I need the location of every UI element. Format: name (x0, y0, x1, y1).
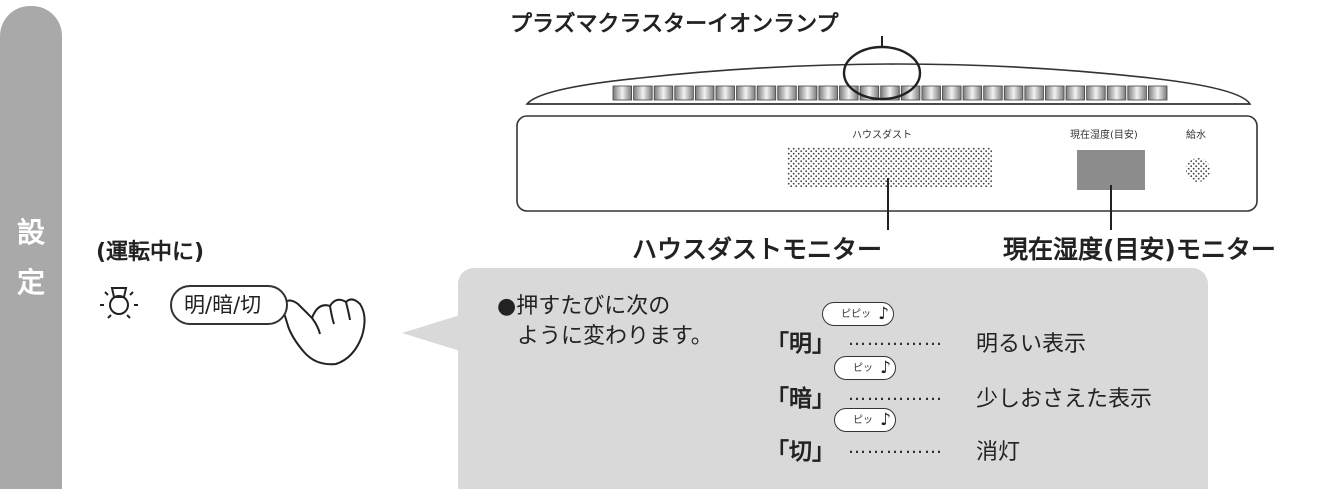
state-dots-bright: …………… (848, 329, 943, 350)
vent-slots (612, 85, 1168, 101)
housedust-sensor-grid (787, 147, 992, 187)
note-icon: ♪ (878, 304, 889, 324)
vent-slot (1045, 85, 1065, 101)
vent-slot (1003, 85, 1024, 101)
during-operation-label: (運転中に) (96, 240, 205, 265)
state-dots-dim: …………… (848, 384, 943, 405)
vent-slot (1024, 85, 1044, 101)
vent-slot (797, 85, 818, 101)
vent-slot (818, 85, 838, 101)
beep-bubble-2: ピッ ♪ (834, 356, 896, 380)
vent-slot (942, 85, 962, 101)
vent-slot (715, 85, 735, 101)
note-icon: ♪ (880, 358, 891, 378)
vent-slot (1106, 85, 1127, 101)
vent-slot (962, 85, 983, 101)
note-icon: ♪ (880, 410, 891, 430)
state-desc-dim: 少しおさえた表示 (976, 387, 1153, 412)
vent-slot (983, 85, 1003, 101)
state-desc-off: 消灯 (976, 440, 1021, 465)
vent-slot (736, 85, 756, 101)
beep-text-3: ピッ (853, 415, 873, 426)
callout-line-1: ●押すたびに次の (497, 294, 671, 319)
light-icon (100, 287, 138, 319)
vent-slot (1065, 85, 1086, 101)
humidity-display (1077, 150, 1145, 190)
state-desc-bright: 明るい表示 (976, 332, 1087, 357)
vent-slot (1148, 85, 1168, 101)
hand-press-icon (280, 298, 366, 366)
panel-label-housedust: ハウスダスト (852, 130, 912, 141)
state-dots-off: …………… (848, 437, 943, 458)
vent-slot (839, 85, 859, 101)
vent-slot (921, 85, 941, 101)
vent-slot (653, 85, 674, 101)
panel-label-humidity: 現在湿度(目安) (1070, 130, 1138, 141)
water-indicator (1186, 158, 1210, 182)
state-key-bright: 「明」 (766, 331, 835, 357)
callout-line-2: ように変わります。 (517, 324, 713, 349)
state-key-off: 「切」 (766, 439, 835, 465)
vent-slot (1127, 85, 1147, 101)
lamp-title: プラズマクラスターイオンランプ (510, 12, 839, 37)
state-key-dim: 「暗」 (766, 386, 835, 412)
light-mode-button[interactable]: 明/暗/切 (170, 285, 288, 325)
beep-bubble-1: ピピッ ♪ (822, 302, 894, 326)
section-tab: 設 定 (0, 6, 62, 489)
beep-text-1: ピピッ (841, 309, 871, 320)
vent-slot (900, 85, 921, 101)
vent-slot (777, 85, 797, 101)
section-tab-char-2: 定 (16, 266, 45, 299)
housedust-monitor-label: ハウスダストモニター (632, 235, 883, 264)
vent-slot (674, 85, 694, 101)
vent-slot (694, 85, 715, 101)
vent-slot (1086, 85, 1106, 101)
beep-bubble-3: ピッ ♪ (834, 408, 896, 432)
panel-label-water: 給水 (1186, 130, 1206, 141)
section-tab-char-1: 設 (16, 216, 45, 249)
vent-slot (633, 85, 653, 101)
vent-slot (612, 85, 632, 101)
beep-text-2: ピッ (853, 363, 873, 374)
vent-slot (756, 85, 777, 101)
callout-tail (402, 315, 460, 351)
humidity-monitor-label: 現在湿度(目安)モニター (1003, 235, 1276, 264)
